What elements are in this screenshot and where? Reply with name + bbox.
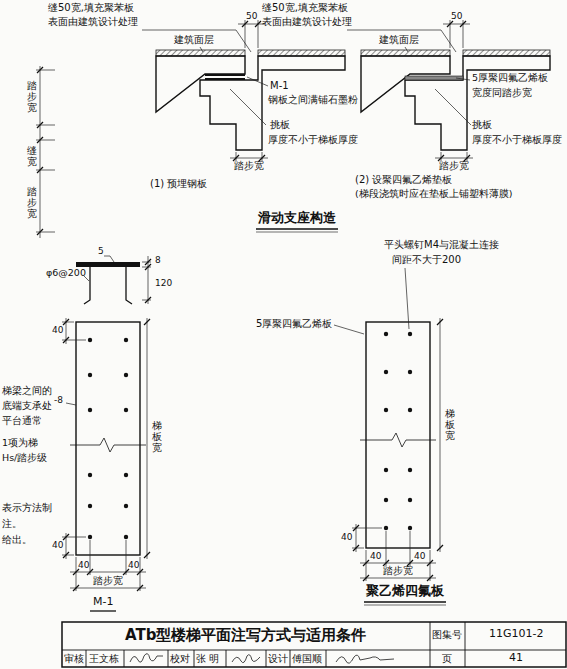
annotation: 梯梁之间的 bbox=[2, 386, 52, 397]
annotation: 50 bbox=[246, 11, 257, 21]
annotation: 1项为梯 bbox=[2, 438, 38, 449]
annotation: 挑板 bbox=[270, 119, 290, 131]
annotation: 图集号 bbox=[432, 629, 462, 641]
annotation: 注。 bbox=[2, 519, 22, 530]
annotation: 50 bbox=[451, 11, 462, 21]
annotation: 平台通常 bbox=[2, 416, 42, 427]
annotation: 厚度不小于梯板厚度 bbox=[472, 135, 562, 146]
annotation: 审核 bbox=[64, 653, 84, 665]
annotation: 缝宽 bbox=[27, 145, 37, 167]
annotation: 踏步宽 bbox=[439, 161, 469, 172]
annotation: 挑板 bbox=[472, 119, 492, 131]
annotation: 平头螺钉M4与混凝土连接 bbox=[384, 239, 499, 251]
annotation: 梯板宽 bbox=[445, 408, 455, 441]
annotation: 底端支承处 bbox=[2, 401, 52, 412]
annotation: 给出。 bbox=[2, 535, 32, 546]
annotation: 建筑面层 bbox=[174, 34, 214, 46]
annotation: 建筑面层 bbox=[379, 34, 419, 46]
annotation: (1) 预埋钢板 bbox=[150, 178, 207, 190]
annotation: 40 bbox=[370, 551, 381, 561]
annotation: 表面由建筑设计处理 bbox=[48, 16, 138, 28]
annotation: φ6@200 bbox=[46, 268, 86, 279]
annotation: 40 bbox=[52, 540, 63, 550]
annotation: (2) 设聚四氟乙烯垫板 bbox=[355, 174, 452, 186]
annotation: 傅国顺 bbox=[292, 653, 322, 665]
annotation: 滑动支座构造 bbox=[258, 211, 336, 226]
annotation: 张 明 bbox=[196, 653, 219, 665]
annotation: -8 bbox=[54, 395, 63, 405]
annotation: 5厚聚四氟乙烯板 bbox=[472, 73, 548, 84]
annotation: 缝50宽,填充聚苯板 bbox=[262, 2, 348, 14]
annotation: Hs/踏步级 bbox=[2, 453, 47, 464]
annotation: 8 bbox=[155, 255, 161, 265]
annotation: 踏步宽 bbox=[234, 161, 264, 172]
annotation: 王文栋 bbox=[89, 653, 119, 665]
annotation: 踏步宽 bbox=[93, 576, 123, 587]
annotation: 缝50宽,填充聚苯板 bbox=[48, 2, 134, 14]
annotation: 表示方法制 bbox=[2, 503, 52, 514]
annotation: (梯段浇筑时应在垫板上铺塑料薄膜) bbox=[355, 189, 512, 200]
annotation: 聚乙烯四氟板 bbox=[366, 584, 444, 599]
drawing-title: ATb型楼梯平面注写方式与适用条件 bbox=[125, 627, 366, 644]
annotation: M-1 bbox=[93, 596, 113, 609]
annotation: 5 bbox=[98, 246, 104, 256]
annotation: 踏步宽 bbox=[27, 80, 37, 113]
annotation: 宽度同踏步宽 bbox=[472, 88, 532, 99]
annotation: 钢板之间满铺石墨粉 bbox=[268, 95, 358, 106]
annotation: 11G101-2 bbox=[489, 628, 543, 641]
annotation: 40 bbox=[414, 551, 425, 561]
annotation: 40 bbox=[128, 560, 139, 570]
annotation: 表面由建筑设计处理 bbox=[262, 16, 352, 28]
annotation: 5厚聚四氟乙烯板 bbox=[256, 318, 332, 330]
annotation: 踏步宽 bbox=[383, 566, 413, 577]
annotation: 踏步宽 bbox=[27, 186, 37, 219]
annotation: M-1 bbox=[270, 80, 289, 92]
annotation: 40 bbox=[78, 560, 89, 570]
annotation: 41 bbox=[509, 652, 523, 665]
annotation: 设计 bbox=[268, 653, 288, 665]
annotation: 页 bbox=[442, 653, 452, 665]
annotation: 120 bbox=[155, 278, 172, 288]
annotation: 校对 bbox=[170, 653, 190, 665]
annotation: 40 bbox=[341, 532, 352, 542]
annotation: 间距不大于200 bbox=[392, 254, 461, 266]
annotation: 厚度不小于梯板厚度 bbox=[268, 135, 358, 146]
annotation: 梯板宽 bbox=[152, 420, 162, 453]
annotation: 40 bbox=[52, 325, 63, 335]
